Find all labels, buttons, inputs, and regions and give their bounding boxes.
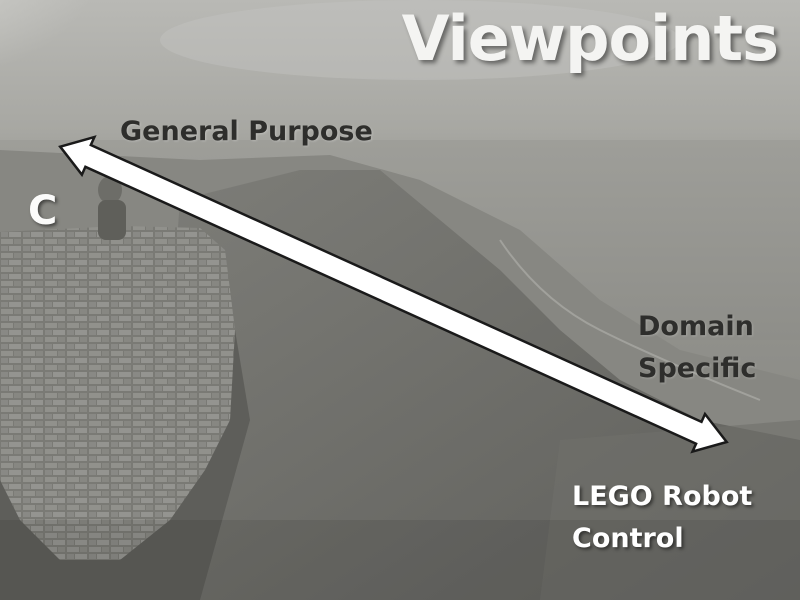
domain-specific-line-1: Domain [638,311,754,342]
c-language-label: C [28,188,58,234]
domain-specific-label: Domain Specific [638,306,756,390]
lego-robot-control-label: LEGO Robot Control [572,476,752,560]
lego-label-line-1: LEGO Robot [572,481,753,512]
lego-label-line-2: Control [572,522,684,554]
domain-specific-line-2: Specific [638,352,757,384]
general-purpose-label: General Purpose [120,116,373,147]
slide-title: Viewpoints [401,2,779,75]
